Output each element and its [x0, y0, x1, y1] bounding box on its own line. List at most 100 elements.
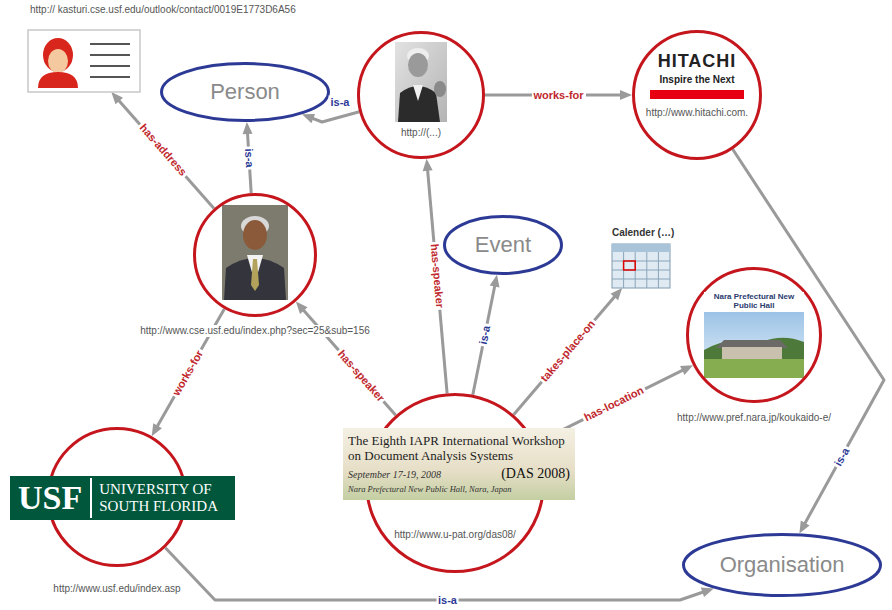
uri-text: http:// kasturi.cse.usf.edu/outlook/cont…	[30, 4, 296, 16]
connector-line	[301, 308, 396, 416]
resource-circle: http://www.cse.usf.edu/index.php?sec=25&…	[193, 193, 317, 317]
class-label: Event	[475, 232, 531, 258]
relation-label: is-a	[476, 322, 493, 347]
portrait-face	[408, 53, 428, 77]
logo-bar	[650, 90, 744, 99]
contact-icon	[28, 30, 140, 92]
relation-arrow	[423, 159, 447, 394]
resource-circle: http://(...)	[357, 31, 485, 159]
uri-text: http://www.cse.usf.edu/index.php?sec=25&…	[138, 325, 372, 337]
banner-date: September 17-19, 2008	[348, 469, 441, 480]
node-border	[359, 33, 484, 158]
calendar-frame	[612, 244, 670, 288]
uri-text: http://www.usf.edu/index.asp	[51, 583, 182, 595]
arrow-head	[296, 302, 308, 314]
portrait-photo	[395, 42, 447, 122]
contact-card: http:// kasturi.cse.usf.edu/outlook/cont…	[28, 30, 140, 92]
uri-text: http://(...)	[401, 127, 441, 139]
portrait-suit	[224, 258, 286, 300]
photo-ground	[222, 205, 288, 300]
relation-arrow	[165, 548, 713, 600]
logo-text: HITACHI	[658, 51, 737, 72]
portrait-suit	[398, 86, 440, 122]
photo-caption: Nara Prefectural New Public Hall	[704, 292, 804, 310]
resource-circle: Nara Prefectural New Public Hallhttp://w…	[686, 267, 822, 403]
calendar-label: Calender (…)	[612, 227, 674, 239]
connector-line	[473, 283, 496, 395]
calendar-grid	[612, 252, 670, 288]
class-ellipse: Person	[160, 62, 330, 122]
relation-label: takes-place-on	[537, 316, 600, 386]
relation-arrow	[473, 275, 500, 395]
node-outline	[686, 267, 822, 403]
photo-sky	[704, 312, 804, 378]
card-frame	[28, 30, 140, 92]
banner-row: (DAS 2008) September 17-19, 2008	[348, 466, 570, 482]
relation-label: has-speaker	[427, 242, 446, 311]
node-border	[684, 535, 881, 596]
arrow-head	[243, 122, 253, 134]
node-border	[634, 32, 761, 159]
connector-line	[514, 294, 617, 415]
relation-label: is-a	[329, 96, 352, 109]
node-outline	[632, 30, 762, 160]
class-ellipse: Event	[443, 215, 563, 275]
arrow-head	[620, 90, 632, 100]
card-lines	[90, 44, 130, 77]
resource-circle: USFUNIVERSITY OF SOUTH FLORIDAhttp://www…	[47, 427, 187, 567]
arrow-head	[490, 275, 500, 288]
arrow-head	[302, 114, 315, 123]
node-border	[445, 217, 562, 274]
contact-body	[38, 72, 78, 88]
portrait-face	[243, 220, 267, 250]
portrait-shirt	[413, 85, 423, 101]
arrow-head	[111, 92, 123, 104]
class-label: Organisation	[720, 552, 845, 578]
arrow-head	[423, 159, 433, 171]
connector-line	[427, 167, 447, 394]
relation-label: works-for	[531, 89, 585, 102]
usf-logo: USFUNIVERSITY OF SOUTH FLORIDA	[10, 476, 235, 520]
relation-label: works-for	[169, 346, 207, 399]
portrait-hand	[434, 81, 446, 97]
calendar-mark	[624, 261, 636, 270]
relation-arrow	[514, 288, 623, 415]
calendar-icon	[612, 244, 670, 288]
resource-circle: HITACHIInspire the Nexthttp://www.hitach…	[632, 30, 762, 160]
class-ellipse: Organisation	[682, 533, 882, 597]
arrow-head	[611, 288, 623, 300]
workshop-banner: The Eighth IAPR International Workshop o…	[343, 428, 575, 500]
logo-slogan: Inspire the Next	[659, 74, 734, 86]
logo-text: USF	[10, 478, 92, 518]
uri-text: http://www.u-pat.org/das08/	[394, 529, 516, 541]
photo-hills	[704, 338, 804, 378]
portrait-photo	[222, 205, 288, 300]
photo-building	[722, 347, 782, 359]
contact-hair	[43, 38, 73, 72]
relation-label: has-speaker	[333, 346, 388, 406]
building-photo	[704, 312, 804, 378]
portrait-tie	[251, 259, 259, 291]
banner-venue: Nara Prefectural New Public Hall, Nara, …	[348, 484, 570, 495]
calendar-node: Calender (…)	[612, 244, 670, 288]
calendar-header	[612, 244, 670, 252]
contact-face	[48, 49, 68, 73]
relation-label: has-location	[581, 383, 648, 425]
photo-ground	[395, 42, 447, 122]
connector-line	[310, 112, 360, 122]
arrow-head	[701, 588, 714, 597]
photo-lawn	[704, 359, 804, 378]
uri-text: http://www.pref.nara.jp/koukaido-e/	[675, 412, 833, 424]
photo-roof	[716, 340, 788, 348]
resource-circle: The Eighth IAPR International Workshop o…	[365, 393, 545, 573]
relation-label: has-address	[135, 120, 190, 180]
arrow-head	[152, 423, 162, 436]
logo-text: UNIVERSITY OF SOUTH FLORIDA	[92, 481, 231, 515]
node-outline	[193, 193, 317, 317]
relation-label: is-a	[242, 146, 256, 170]
banner-title: The Eighth IAPR International Workshop o…	[348, 433, 570, 463]
relation-label: is-a	[436, 594, 459, 607]
node-border	[195, 195, 316, 316]
banner-acronym: (DAS 2008)	[501, 466, 570, 482]
